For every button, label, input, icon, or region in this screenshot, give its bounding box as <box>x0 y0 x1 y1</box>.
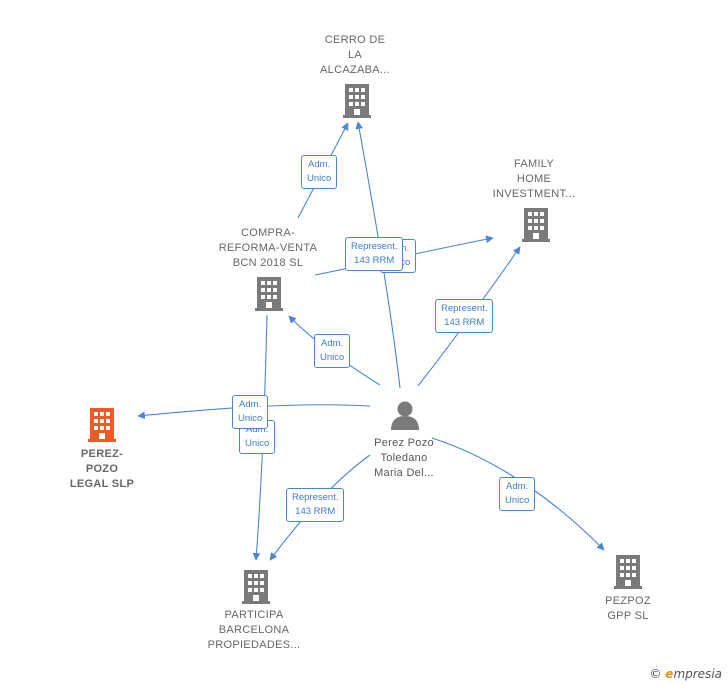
building-icon[interactable] <box>255 277 283 311</box>
building-icon[interactable] <box>614 555 642 589</box>
building-icon-highlight[interactable] <box>88 408 116 442</box>
building-icon[interactable] <box>242 570 270 604</box>
edge-label-person-family: Represent. 143 RRM <box>435 299 494 333</box>
edge-label-person-pezpoz: Adm. Unico <box>499 477 536 511</box>
person-icon[interactable] <box>391 401 419 431</box>
copyright-symbol: © <box>649 667 662 681</box>
edge-label-person-compra: Adm. Unico <box>314 334 351 368</box>
node-label-pezpoz[interactable]: PEZPOZ GPP SL <box>605 595 651 622</box>
node-label-compra[interactable]: COMPRA- REFORMA-VENTA BCN 2018 SL <box>218 227 318 269</box>
brand-e: e <box>665 667 674 681</box>
building-icon[interactable] <box>522 208 550 242</box>
node-label-participa[interactable]: PARTICIPA BARCELONA PROPIEDADES... <box>207 609 301 651</box>
node-label-person[interactable]: Perez Pozo Toledano Maria Del... <box>374 437 434 479</box>
brand-logo[interactable]: © empresia <box>649 667 722 681</box>
node-label-family[interactable]: FAMILY HOME INVESTMENT... <box>492 158 576 200</box>
node-label-perez-pozo-legal[interactable]: PEREZ- POZO LEGAL SLP <box>69 448 135 490</box>
edge-label-compra-cerro: Adm. Unico <box>301 155 338 189</box>
edge-label-person-compra-rep: Represent. 143 RRM <box>345 237 404 271</box>
edge-label-person-legal: Adm. Unico <box>232 395 269 429</box>
building-icon[interactable] <box>343 84 371 118</box>
edge-label-person-participa: Represent. 143 RRM <box>286 488 345 522</box>
node-label-cerro[interactable]: CERRO DE LA ALCAZABA... <box>320 34 390 76</box>
brand-name: mpresia <box>673 667 722 681</box>
